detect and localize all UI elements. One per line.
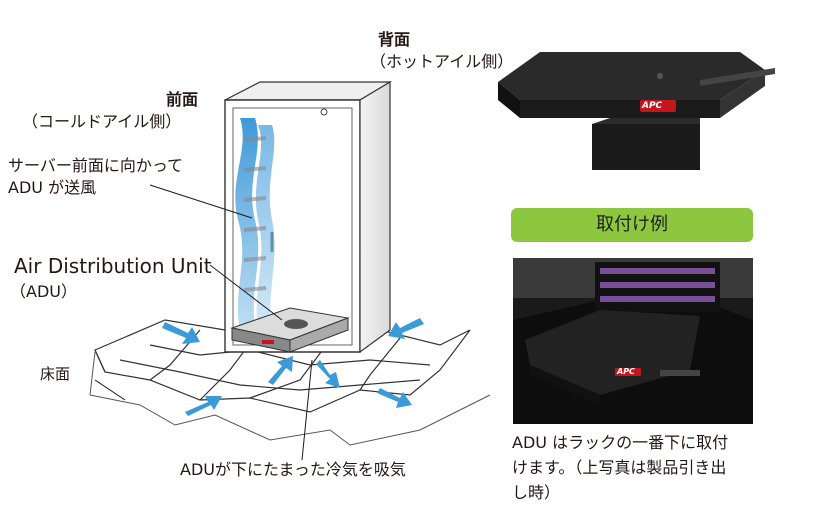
caption-line1: ADU はラックの一番下に取付 xyxy=(512,433,729,452)
server-slots xyxy=(243,136,267,292)
intake-label: ADUが下にたまった冷気を吸気 xyxy=(180,460,406,479)
floor-label: 床面 xyxy=(40,365,71,383)
apc-logo-bottom: APC xyxy=(617,367,635,376)
caption-line2: けます。（上写真は製品引き出 xyxy=(512,458,727,477)
caption-line3: し時） xyxy=(512,483,561,502)
adu-unit xyxy=(230,307,350,353)
leader-lines xyxy=(94,184,313,461)
back-title: 背面 xyxy=(378,30,411,49)
adu-product-photo xyxy=(498,52,775,170)
floor-outline xyxy=(89,351,491,446)
adu-abbr-label: （ADU） xyxy=(10,282,77,301)
back-subtitle: （ホットアイル側） xyxy=(370,52,514,71)
floor-intake-arrows xyxy=(162,318,424,416)
blow-label-line1: サーバー前面に向かって xyxy=(8,156,184,175)
front-subtitle: （コールドアイル側） xyxy=(22,112,182,131)
installation-photo xyxy=(513,258,753,424)
blow-label-line2: ADU が送風 xyxy=(8,178,97,197)
example-badge: 取付け例 xyxy=(511,208,753,242)
adu-name-label: Air Distribution Unit xyxy=(14,254,212,278)
apc-logo-top: APC xyxy=(642,101,663,111)
front-title: 前面 xyxy=(166,90,199,109)
